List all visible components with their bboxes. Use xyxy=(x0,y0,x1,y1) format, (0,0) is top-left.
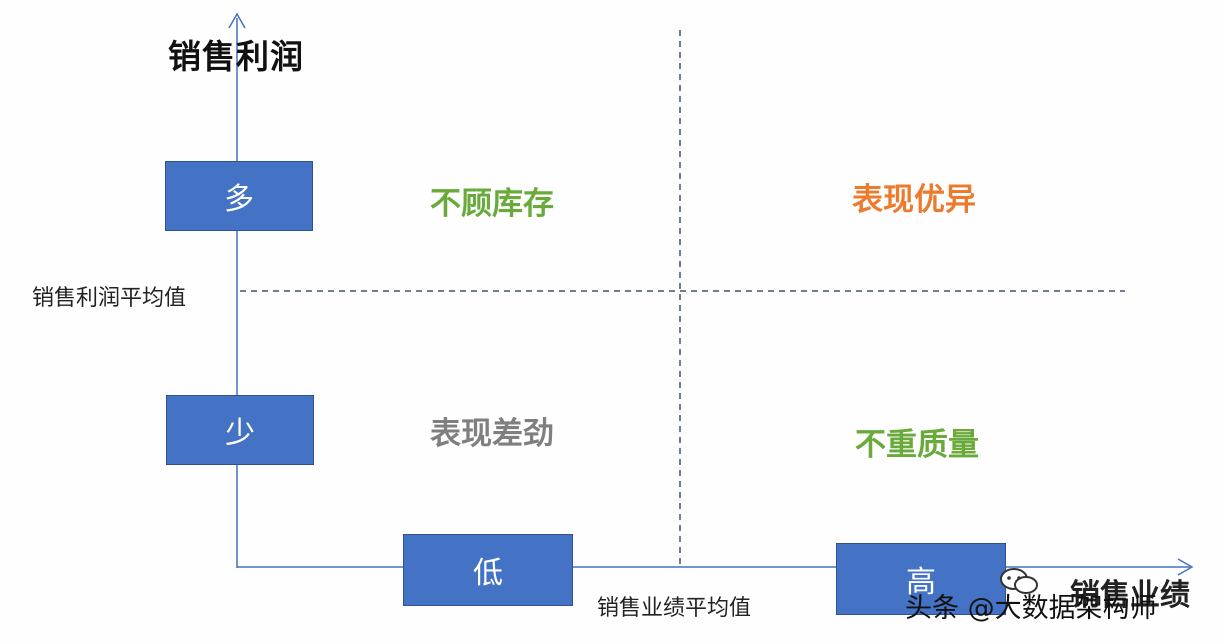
x-high-label: 高 xyxy=(906,565,936,600)
quadrant-top-right-label: 表现优异 xyxy=(852,182,976,218)
x-high-box: 高 xyxy=(836,543,1006,615)
y-high-label: 多 xyxy=(224,182,254,217)
profit-average-label: 销售利润平均值 xyxy=(32,286,187,311)
watermark: 头条 @大数据架构师 xyxy=(905,586,1157,625)
wechat-bubble-icon xyxy=(1000,568,1038,594)
sales-average-label: 销售业绩平均值 xyxy=(597,596,752,621)
x-axis-arrowhead xyxy=(1177,558,1194,576)
y-axis-title: 销售利润 xyxy=(168,37,304,76)
y-low-box: 少 xyxy=(166,395,314,465)
y-low-label: 少 xyxy=(225,416,255,451)
quadrant-bottom-left-label: 表现差劲 xyxy=(430,416,554,452)
y-axis-arrowhead xyxy=(228,12,246,29)
quadrant-bottom-right-label: 不重质量 xyxy=(855,427,979,463)
x-low-label: 低 xyxy=(473,556,503,591)
watermark-text: 头条 @大数据架构师 xyxy=(905,593,1157,624)
x-axis-title: 销售业绩 xyxy=(1070,578,1190,613)
quadrant-top-left-label: 不顾库存 xyxy=(430,186,554,222)
y-high-box: 多 xyxy=(165,161,313,231)
x-low-box: 低 xyxy=(403,534,573,606)
